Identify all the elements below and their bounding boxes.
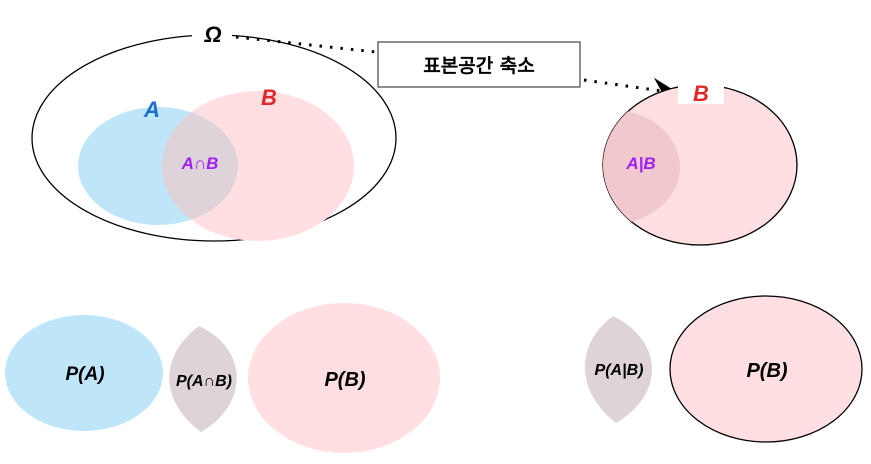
p-b-shape xyxy=(248,303,440,453)
intersection-label: A∩B xyxy=(181,154,219,173)
intersection-a-b xyxy=(162,107,238,225)
p-a-label: P(A) xyxy=(65,364,104,385)
p-a-given-b-shape xyxy=(584,316,653,423)
b-label: B xyxy=(261,85,277,110)
sample-space-reduction-box xyxy=(377,41,581,88)
a-given-b-region xyxy=(603,109,680,225)
a-given-b-label: A|B xyxy=(625,154,655,173)
sample-space-reduction-label: 표본공간 축소 xyxy=(423,55,535,77)
p-b-label: P(B) xyxy=(324,369,365,391)
p-a-shape xyxy=(5,315,163,431)
b-right-label: B xyxy=(693,81,709,106)
a-label: A xyxy=(143,97,160,122)
omega-label: Ω xyxy=(203,22,221,47)
dotted-connector xyxy=(235,35,377,54)
p-a-and-b-shape xyxy=(169,326,237,432)
p-a-and-b-label: P(A∩B) xyxy=(176,373,232,390)
p-a-given-b-label: P(A|B) xyxy=(595,362,644,379)
p-b-right-label: P(B) xyxy=(746,360,787,382)
p-b-right-shape xyxy=(669,295,863,443)
